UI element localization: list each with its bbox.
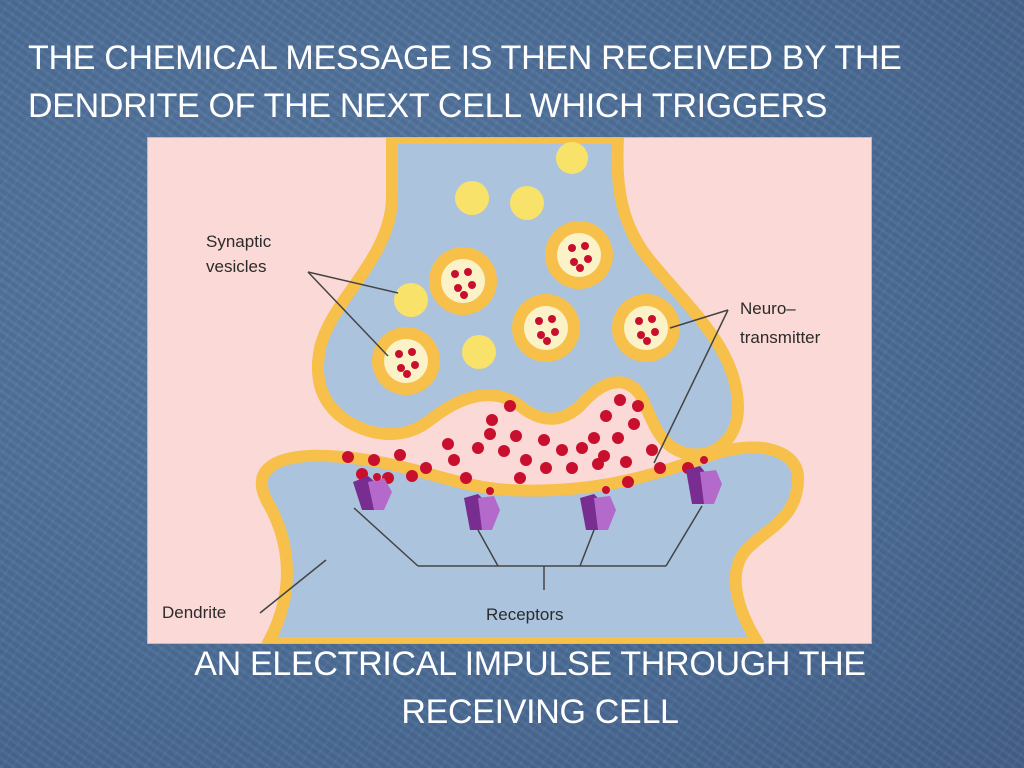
caption-line-2: RECEIVING CELL [401,693,679,731]
synaptic-vesicle [462,335,496,369]
receptors [353,456,722,530]
synaptic-vesicles [372,142,680,395]
filled-vesicle [512,294,580,362]
neurotransmitter-label-1: Neuro– [740,299,796,318]
title-line-1: THE CHEMICAL MESSAGE IS THEN RECEIVED BY… [28,39,902,77]
neurotransmitter-molecules [342,394,694,488]
title-line-2: DENDRITE OF THE NEXT CELL WHICH TRIGGERS [28,87,828,125]
neurotransmitter-label-2: transmitter [740,328,821,347]
synaptic-vesicle [556,142,588,174]
receptor [686,456,722,504]
synapse-diagram: Synaptic vesicles Neuro– transmitter Den… [147,137,872,644]
dendrite-shape [255,441,804,643]
receptors-label: Receptors [486,605,563,624]
filled-vesicle [545,221,613,289]
synaptic-vesicles-label-2: vesicles [206,257,266,276]
receptor [580,486,616,530]
filled-vesicle [372,327,440,395]
filled-vesicle [612,294,680,362]
synaptic-vesicle [394,283,428,317]
slide-caption: AN ELECTRICAL IMPULSE THROUGH THE RECEIV… [100,640,960,736]
presynaptic-terminal [311,138,744,461]
filled-vesicle [429,247,497,315]
synaptic-vesicles-label-1: Synaptic [206,232,272,251]
caption-line-1: AN ELECTRICAL IMPULSE THROUGH THE [194,645,866,683]
synaptic-vesicle [510,186,544,220]
leader-lines [259,271,729,614]
receptor [353,473,392,510]
receptor [464,487,500,530]
dendrite-label: Dendrite [162,603,226,622]
slide-title: THE CHEMICAL MESSAGE IS THEN RECEIVED BY… [28,34,1008,130]
synaptic-vesicle [455,181,489,215]
